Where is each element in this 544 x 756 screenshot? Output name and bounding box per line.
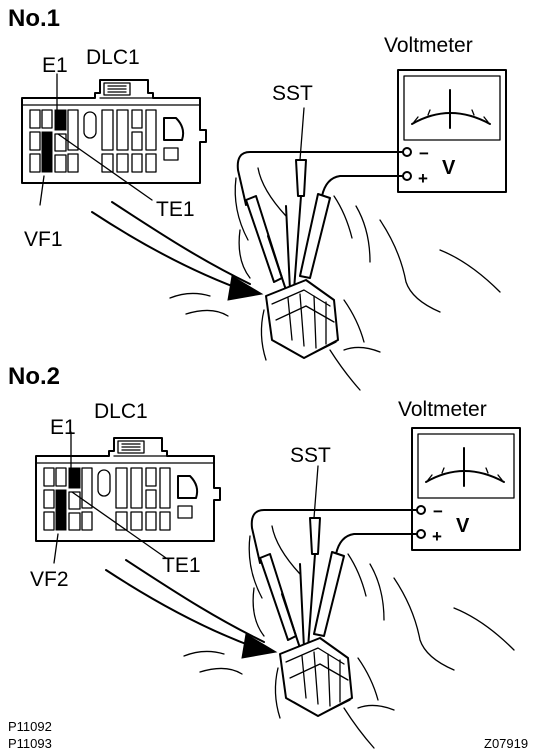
panel-2-voltmeter-label: Voltmeter: [398, 398, 487, 421]
figure-id: Z07919: [484, 736, 528, 751]
panel-1-voltmeter-label: Voltmeter: [384, 34, 473, 57]
panel-1-title: No.1: [8, 5, 60, 32]
panel-1-connector-label: DLC1: [86, 46, 140, 69]
panel-1-terminal-te1: TE1: [156, 198, 195, 221]
panel-1-minus-sign: −: [419, 144, 429, 163]
panel-1-plus-sign: +: [418, 169, 428, 188]
panel-1-terminal-e1: E1: [42, 54, 68, 77]
panel-2-terminal-vf: VF2: [30, 568, 69, 591]
panel-1-sst-label: SST: [272, 82, 313, 105]
panel-2-connector-label: DLC1: [94, 400, 148, 423]
figure-code-2: P11093: [8, 736, 52, 751]
panel-1: No.1 DLC1 E1 VF1 TE1 Voltmeter SST − + V: [8, 5, 507, 391]
panel-1-volt-symbol: V: [442, 157, 456, 179]
panel-2-terminal-e1: E1: [50, 416, 76, 439]
panel-2-sst-label: SST: [290, 444, 331, 467]
panel-2-volt-symbol: V: [456, 515, 470, 537]
panel-2-terminal-te1: TE1: [162, 554, 201, 577]
panel-2-title: No.2: [8, 363, 60, 390]
panel-2-artwork: [35, 427, 521, 749]
panel-2-plus-sign: +: [432, 527, 442, 546]
figure-code-1: P11092: [8, 719, 52, 734]
panel-2: No.2 DLC1 E1 VF2 TE1 Voltmeter SST − + V: [8, 363, 521, 749]
panel-2-minus-sign: −: [433, 502, 443, 521]
panel-1-terminal-vf: VF1: [24, 228, 63, 251]
panel-1-artwork: [21, 69, 507, 391]
